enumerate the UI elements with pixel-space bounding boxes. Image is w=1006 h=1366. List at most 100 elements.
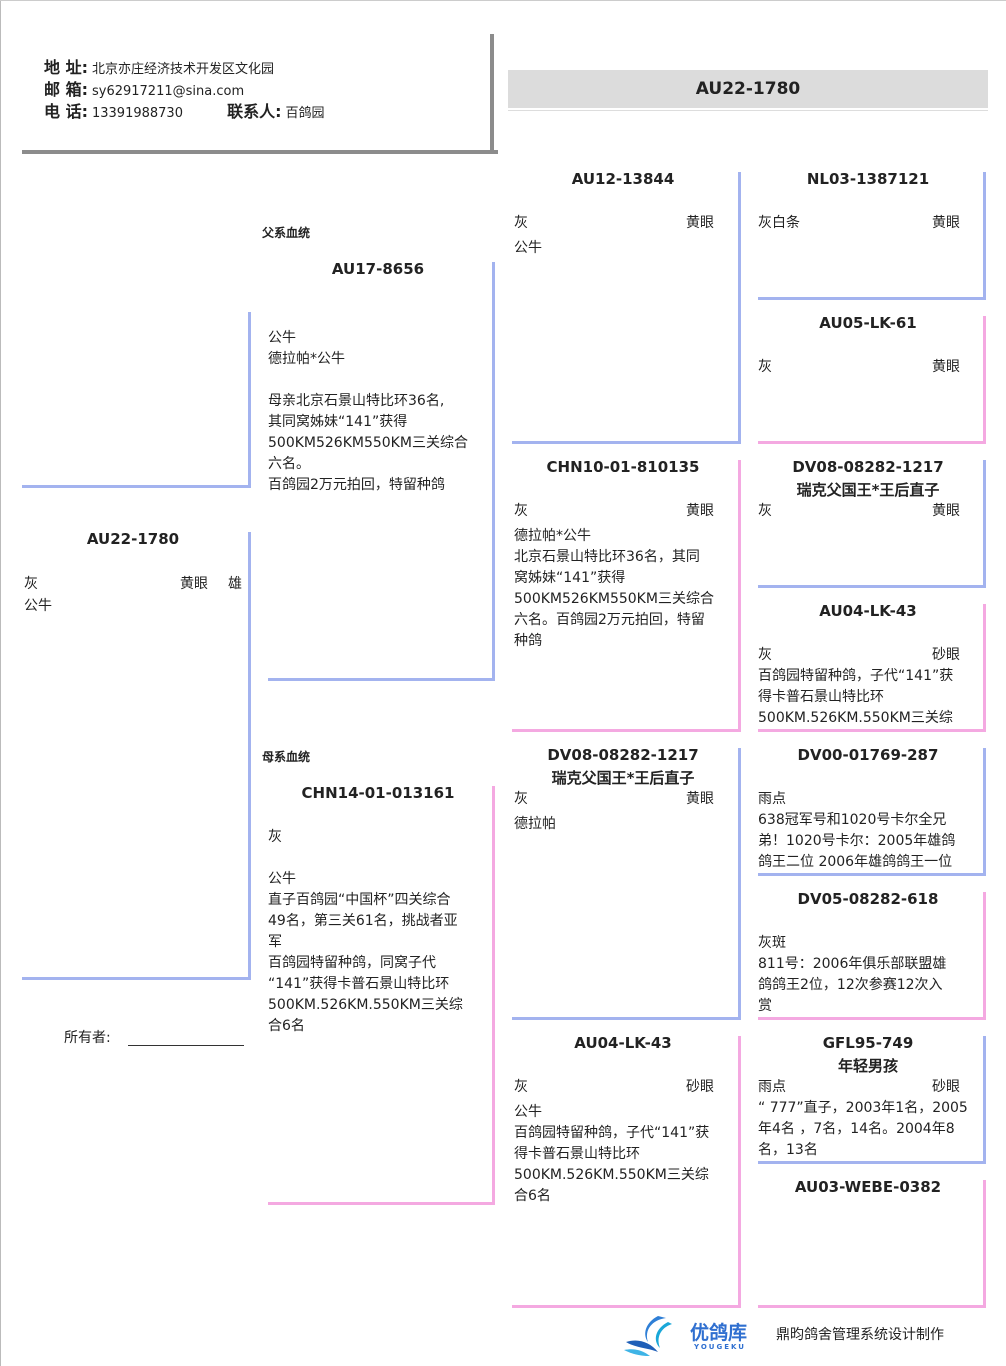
g3-3-bottom-line	[512, 1305, 741, 1308]
g3-3-ring: AU04-LK-43	[574, 1034, 672, 1052]
contact-person-value: 百鸽园	[285, 106, 325, 121]
g3-1-note-line: 500KM526KM550KM三关综合	[514, 591, 714, 607]
g4-5-note-line: 鸽鸽王2位，12次参赛12次入	[758, 977, 943, 993]
footer-credit: 鼎昀鸽舍管理系统设计制作	[776, 1327, 944, 1343]
subject-line2: 公牛	[24, 598, 52, 614]
g4-7-bottom-line	[758, 1305, 986, 1308]
sire-note-line: 500KM526KM550KM三关综合	[268, 435, 468, 451]
g3-2-ring-name: 瑞克父国王*王后直子	[551, 769, 695, 787]
subject-color: 灰	[24, 576, 38, 592]
g3-2-ring: DV08-08282-1217	[547, 746, 699, 764]
g4-2-bottom-line	[758, 585, 986, 588]
subject-top-connector	[248, 312, 251, 488]
g4-0-eye: 黄眼	[932, 215, 960, 231]
g3-3-note-line: 合6名	[514, 1188, 551, 1204]
g4-5-right-line	[983, 892, 986, 1020]
g4-0-bottom-line	[758, 297, 986, 300]
g4-6-notes: “ 777”直子，2003年1名，2005 年4名 ，7名，14名。2004年8…	[758, 1098, 982, 1161]
dam-notes: 灰 公牛 直子百鸽园“中国杯”四关综合 49名，第三关61名，挑战者亚 军 百鸽…	[268, 827, 490, 1037]
g4-6-bottom-line	[758, 1161, 986, 1164]
sire-section-label: 父系血统	[262, 226, 311, 240]
phone-label: 电 话:	[44, 102, 88, 121]
g4-0-ring: NL03-1387121	[806, 170, 930, 188]
g3-3-note-line: 百鸽园特留种鸽，子代“141”获	[514, 1125, 710, 1141]
dam-note-line: “141”获得卡普石景山特比环	[268, 976, 450, 992]
g3-2-color: 灰	[514, 791, 528, 807]
g4-6-ring: GFL95-749	[822, 1034, 914, 1052]
g4-4-bottom-line	[758, 873, 986, 876]
dam-bottom-line	[268, 1202, 495, 1205]
g3-3-note-line: 公牛	[514, 1104, 542, 1120]
g3-0-ring: AU12-13844	[571, 170, 675, 188]
sire-note-line: 百鸽园2万元拍回，特留种鸽	[268, 477, 445, 493]
g4-4-color: 雨点	[758, 791, 786, 807]
g4-5-notes: 811号：2006年俱乐部联盟雄 鸽鸽王2位，12次参赛12次入 赏	[758, 954, 982, 1017]
dam-note-line	[268, 848, 490, 869]
footer-logo-sub: YOUGEKU	[694, 1343, 746, 1351]
g3-1-ring: CHN10-01-810135	[546, 458, 700, 476]
g4-4-notes: 638冠军号和1020号卡尔全兄 弟！1020号卡尔：2005年雄鸽 鸽王二位 …	[758, 810, 982, 873]
subject-eye: 黄眼	[180, 576, 208, 592]
g4-0-color: 灰白条	[758, 215, 800, 231]
owner-label: 所有者:	[64, 1030, 111, 1046]
sire-note-line	[268, 370, 490, 391]
g4-3-note-line: 得卡普石景山特比环	[758, 689, 884, 705]
g3-1-bottom-line	[512, 729, 741, 732]
g3-3-notes: 公牛 百鸽园特留种鸽，子代“141”获 得卡普石景山特比环 500KM.526K…	[514, 1102, 736, 1207]
phone-value: 13391988730	[91, 106, 183, 121]
dam-note-line: 军	[268, 934, 282, 950]
sire-notes: 公牛 德拉帕*公牛 母亲北京石景山特比环36名, 其同窝姊妹“141”获得 50…	[268, 328, 490, 496]
g4-3-eye: 砂眼	[932, 647, 960, 663]
g4-6-eye: 砂眼	[932, 1079, 960, 1095]
g4-2-color: 灰	[758, 503, 772, 519]
g4-1-bottom-line	[758, 441, 986, 444]
g4-3-note-line: 500KM.526KM.550KM三关综	[758, 710, 953, 726]
g4-3-bottom-line	[758, 729, 986, 732]
g4-4-right-line	[983, 748, 986, 876]
yougeku-logo-icon	[622, 1312, 684, 1358]
subject-ring: AU22-1780	[86, 530, 180, 548]
g4-5-color: 灰斑	[758, 935, 786, 951]
sire-note-line: 其同窝姊妹“141”获得	[268, 414, 408, 430]
g4-2-ring-name: 瑞克父国王*王后直子	[796, 481, 940, 499]
g3-1-eye: 黄眼	[686, 503, 714, 519]
g4-3-note-line: 百鸽园特留种鸽，子代“141”获	[758, 668, 954, 684]
g4-6-note-line: “ 777”直子，2003年1名，2005	[758, 1100, 968, 1116]
g4-6-ring-name: 年轻男孩	[837, 1057, 898, 1075]
sire-note-line: 母亲北京石景山特比环36名,	[268, 393, 445, 409]
g3-0-color: 灰	[514, 215, 528, 231]
dam-note-line: 合6名	[268, 1018, 305, 1034]
contact-person-label: 联系人:	[227, 102, 282, 121]
dam-note-line: 公牛	[268, 871, 296, 887]
g4-5-note-line: 811号：2006年俱乐部联盟雄	[758, 956, 947, 972]
g4-4-note-line: 638冠军号和1020号卡尔全兄	[758, 812, 947, 828]
dam-note-line: 百鸽园特留种鸽，同窝子代	[268, 955, 436, 971]
contact-box: 地 址:北京亦庄经济技术开发区文化园 邮 箱:sy62917211@sina.c…	[22, 34, 498, 154]
g4-4-ring: DV00-01769-287	[797, 746, 939, 764]
page-border-top	[0, 0, 1006, 1]
g4-6-note-line: 年4名 ，7名，14名。2004年8	[758, 1121, 955, 1137]
g4-1-eye: 黄眼	[932, 359, 960, 375]
page-border-left	[0, 0, 1, 1366]
email-value: sy62917211@sina.com	[91, 84, 245, 99]
pedigree-title: AU22-1780	[508, 70, 988, 108]
g4-3-notes: 百鸽园特留种鸽，子代“141”获 得卡普石景山特比环 500KM.526KM.5…	[758, 666, 982, 729]
g4-3-color: 灰	[758, 647, 772, 663]
dam-right-line	[492, 786, 495, 1204]
g3-3-color: 灰	[514, 1079, 528, 1095]
g4-1-right-line	[983, 316, 986, 444]
subject-sex: 雄	[228, 576, 242, 592]
g3-0-right-line	[738, 172, 741, 444]
g3-1-note-line: 窝姊妹“141”获得	[514, 570, 626, 586]
sire-note-line: 公牛	[268, 330, 296, 346]
g3-3-note-line: 得卡普石景山特比环	[514, 1146, 640, 1162]
g3-2-note: 德拉帕	[514, 816, 556, 832]
g3-2-eye: 黄眼	[686, 791, 714, 807]
g4-4-note-line: 鸽王二位 2006年雄鸽鸽王一位	[758, 854, 953, 870]
g4-7-ring: AU03-WEBE-0382	[794, 1178, 942, 1196]
g4-7-right-line	[983, 1180, 986, 1308]
sire-ring: AU17-8656	[331, 260, 425, 278]
g3-0-note: 公牛	[514, 240, 542, 256]
g3-1-note-line: 种鸽	[514, 633, 542, 649]
g4-5-ring: DV05-08282-618	[797, 890, 939, 908]
